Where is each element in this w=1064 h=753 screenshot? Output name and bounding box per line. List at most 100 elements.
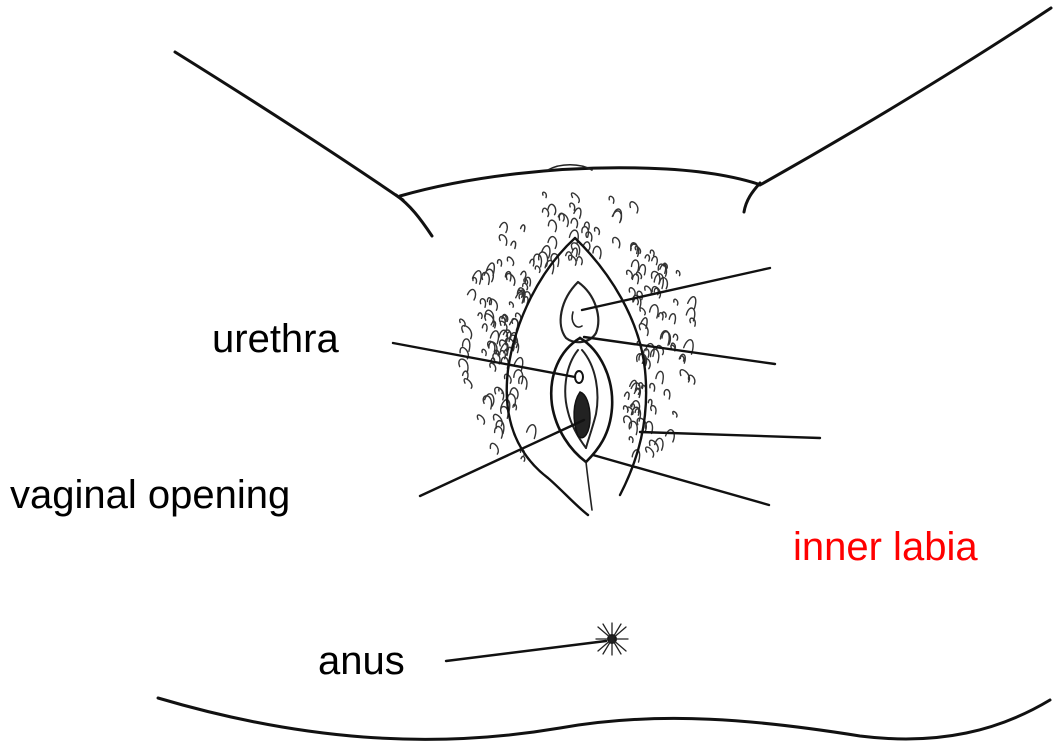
hair-curl [498, 260, 502, 266]
hair-curl [571, 218, 577, 227]
hair-curl [570, 203, 575, 210]
hair-curl [500, 222, 508, 232]
hair-curl [650, 384, 655, 392]
hair-curl [478, 313, 482, 319]
leader-line-clitoris-unlabeled [582, 268, 770, 310]
hair-curl [632, 274, 638, 284]
hair-curl [535, 266, 540, 272]
labels: urethra vaginal opening inner labia anus [10, 317, 978, 683]
hair-curl [627, 270, 633, 278]
left-groin-fold [396, 195, 432, 236]
hair-curl [673, 334, 677, 340]
hair-curl [500, 321, 507, 329]
hair-curl [571, 243, 579, 255]
hair-curl [646, 447, 654, 457]
leader-lines [393, 268, 820, 661]
hair-curl [650, 305, 659, 318]
hair-curl [674, 299, 678, 305]
outer-labia-right [575, 238, 646, 495]
leader-line-anus [446, 641, 606, 661]
body-contours [158, 8, 1051, 739]
hair-curl [543, 192, 547, 197]
leader-line-hood-unlabeled [584, 337, 775, 364]
hair-curl [625, 392, 630, 399]
hair-curl [676, 271, 680, 276]
hair-curl [464, 379, 472, 389]
hair-curl [571, 193, 579, 203]
hair-curl [652, 256, 658, 264]
hair-curl [641, 318, 647, 329]
buttocks-curve [158, 698, 1050, 739]
hair-curl [632, 260, 639, 271]
perineum-line [586, 462, 592, 510]
hair-curl [645, 286, 652, 295]
hair-curl [489, 342, 497, 354]
hair-curl [499, 235, 506, 246]
leader-line-inner-labia [593, 455, 769, 505]
hair-curl [521, 456, 525, 461]
leader-line-outer-labia-unlabeled [640, 432, 820, 438]
hair-curl [494, 414, 503, 425]
vaginal-opening-shape [574, 392, 590, 438]
urethral-opening [575, 371, 583, 383]
abdomen-curve [400, 168, 758, 196]
left-thigh-line [175, 52, 403, 200]
hair-curl [690, 318, 695, 326]
hair-curl [666, 430, 675, 442]
hair-curl [511, 241, 516, 248]
hair-curl [645, 255, 649, 261]
hair-curl [521, 225, 525, 232]
label-anus: anus [318, 639, 405, 683]
hair-curl [473, 278, 477, 284]
hair-curl [488, 341, 495, 352]
hair-curl [527, 425, 536, 439]
hair-curl [477, 415, 484, 424]
hair-curl [514, 358, 523, 371]
anus-mark [596, 623, 628, 655]
hair-curl [509, 302, 513, 307]
hair-curl [548, 220, 556, 231]
hair-curl [629, 437, 633, 443]
label-vaginal-opening: vaginal opening [10, 473, 290, 517]
hair-curl [656, 371, 663, 383]
hair-curl [688, 297, 696, 309]
hair-curl [595, 228, 600, 235]
hair-curl [530, 259, 534, 266]
hair-curl [534, 254, 542, 267]
hair-curl [462, 326, 472, 339]
hair-curl [630, 202, 638, 213]
hair-curl [664, 390, 670, 399]
right-groin-fold [744, 183, 760, 212]
hair-curl [482, 324, 487, 331]
hair-curl [613, 238, 620, 248]
hair-curl [569, 255, 577, 265]
hair-curl [673, 412, 677, 417]
right-thigh-line [760, 8, 1051, 185]
hair-curl [543, 208, 549, 216]
clitoris [572, 312, 582, 327]
label-inner-labia: inner labia [793, 525, 978, 569]
hair-curl [669, 314, 675, 324]
hair-curl [521, 271, 526, 278]
hair-curl [648, 399, 652, 405]
hair-curl [660, 264, 666, 273]
hair-curl [483, 396, 491, 409]
hair-curl [650, 250, 654, 256]
hair-curl [468, 289, 476, 300]
label-urethra: urethra [212, 317, 339, 361]
hair-curl [593, 246, 601, 258]
hair-curl [490, 443, 498, 454]
hair-curl [609, 196, 614, 203]
vulva [507, 238, 646, 515]
hair-curl [635, 409, 639, 415]
hair-curl [499, 389, 503, 394]
hair-curl [480, 299, 485, 308]
hair-curl [490, 363, 496, 371]
clitoral-hood [561, 282, 599, 342]
hair-curl [482, 349, 486, 355]
hair-curl [577, 257, 582, 265]
hair-curl [651, 406, 656, 414]
hair-curl [482, 272, 489, 284]
